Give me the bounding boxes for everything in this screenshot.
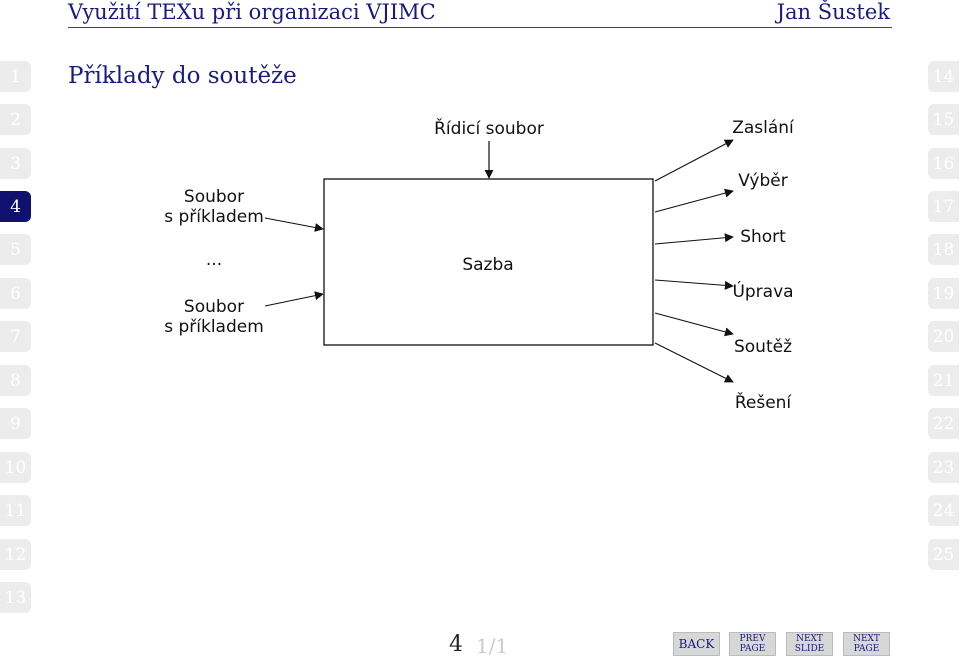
input-label: Soubor	[184, 297, 244, 317]
prev-page-label-1: PREV	[739, 634, 766, 644]
page-number: 4	[449, 632, 463, 657]
output-arrow	[654, 342, 734, 383]
slide-link-8[interactable]: 8	[0, 365, 31, 396]
slide-link-6[interactable]: 6	[0, 278, 31, 309]
output-label: Výběr	[738, 171, 787, 191]
slide-link-7[interactable]: 7	[0, 321, 31, 352]
slide-link-18[interactable]: 18	[928, 234, 959, 265]
subpage-indicator: 1/1	[476, 634, 509, 658]
slide-link-14[interactable]: 14	[928, 61, 959, 92]
slide-link-24[interactable]: 24	[928, 495, 959, 526]
slide-link-10[interactable]: 10	[0, 452, 31, 483]
input-label: Soubor	[184, 187, 244, 207]
prev-page-button[interactable]: PREV PAGE	[729, 632, 776, 656]
output-label: Zaslání	[732, 118, 795, 138]
output-label: Short	[740, 227, 786, 247]
output-label: Úprava	[732, 280, 793, 302]
input-ellipsis: ...	[206, 250, 222, 270]
slide-link-3[interactable]: 3	[0, 148, 31, 179]
back-button-label: BACK	[678, 637, 715, 651]
slide-link-9[interactable]: 9	[0, 408, 31, 439]
slide-link-25[interactable]: 25	[928, 539, 959, 570]
next-slide-label-2: SLIDE	[794, 644, 825, 654]
output-label: Soutěž	[734, 337, 792, 357]
slide-title: Příklady do soutěže	[68, 63, 297, 89]
process-label: Sazba	[462, 255, 513, 275]
slide-link-19[interactable]: 19	[928, 278, 959, 309]
next-page-label-1: NEXT	[853, 634, 880, 644]
next-slide-button[interactable]: NEXT SLIDE	[786, 632, 833, 656]
next-page-button[interactable]: NEXT PAGE	[843, 632, 890, 656]
back-button[interactable]: BACK	[673, 632, 720, 656]
slide-link-20[interactable]: 20	[928, 321, 959, 352]
output-arrow	[654, 312, 734, 337]
input-arrow	[264, 291, 324, 307]
header-divider	[68, 27, 892, 28]
slide-link-15[interactable]: 15	[928, 104, 959, 135]
presentation-title: Využití TEXu při organizaci VJIMC	[68, 0, 436, 24]
slide-link-13[interactable]: 13	[0, 582, 31, 613]
slide-link-23[interactable]: 23	[928, 452, 959, 483]
slide-link-21[interactable]: 21	[928, 365, 959, 396]
output-arrow	[654, 279, 734, 290]
slide-link-12[interactable]: 12	[0, 539, 31, 570]
slide-link-2[interactable]: 2	[0, 104, 31, 135]
slide-link-22[interactable]: 22	[928, 408, 959, 439]
author-name: Jan Šustek	[776, 0, 890, 24]
output-arrow	[654, 188, 734, 213]
next-slide-label-1: NEXT	[796, 634, 823, 644]
process-box	[323, 178, 654, 346]
output-arrow	[654, 139, 734, 182]
slide-link-1[interactable]: 1	[0, 61, 31, 92]
output-label: Řešení	[735, 391, 793, 413]
slide-link-16[interactable]: 16	[928, 148, 959, 179]
input-label: s příkladem	[164, 317, 264, 337]
slide-link-11[interactable]: 11	[0, 495, 31, 526]
slide-link-5[interactable]: 5	[0, 234, 31, 265]
control-file-label: Řídicí soubor	[434, 117, 544, 139]
slide-link-17[interactable]: 17	[928, 191, 959, 222]
slide-link-4-active[interactable]: 4	[0, 191, 31, 222]
next-page-label-2: PAGE	[853, 644, 880, 654]
input-arrow	[264, 217, 324, 232]
prev-page-label-2: PAGE	[739, 644, 766, 654]
input-label: s příkladem	[164, 207, 264, 227]
output-arrow	[654, 233, 734, 245]
